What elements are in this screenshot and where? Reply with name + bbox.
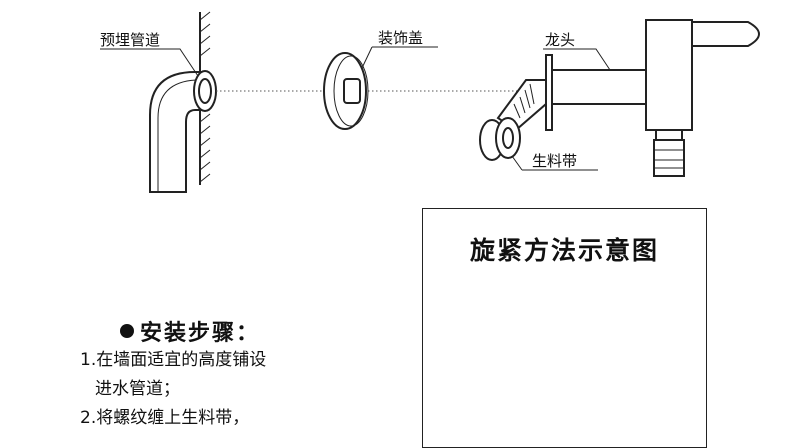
install-step-line: 进水管道； — [95, 379, 180, 399]
leader-lines — [100, 46, 611, 171]
label-embedded-pipe: 预埋管道 — [100, 31, 161, 49]
label-decorative-cover: 装饰盖 — [378, 29, 424, 47]
install-step-line: 1.在墙面适宜的高度铺设 — [80, 350, 267, 370]
install-steps-heading: 安装步骤： — [120, 315, 260, 347]
install-step-line: 2.将螺纹缠上生料带， — [80, 408, 250, 428]
decorative-cover — [323, 52, 369, 130]
tightening-method-panel: 旋紧方法示意图 — [422, 208, 707, 448]
label-faucet: 龙头 — [545, 31, 576, 49]
install-steps-title: 安装步骤： — [140, 320, 261, 346]
installation-diagram — [100, 11, 760, 430]
bullet-icon — [120, 324, 134, 338]
embedded-pipe — [149, 70, 217, 193]
tightening-method-title: 旋紧方法示意图 — [469, 236, 659, 265]
label-teflon-tape: 生料带 — [532, 152, 578, 170]
faucet-assembly — [479, 19, 760, 177]
